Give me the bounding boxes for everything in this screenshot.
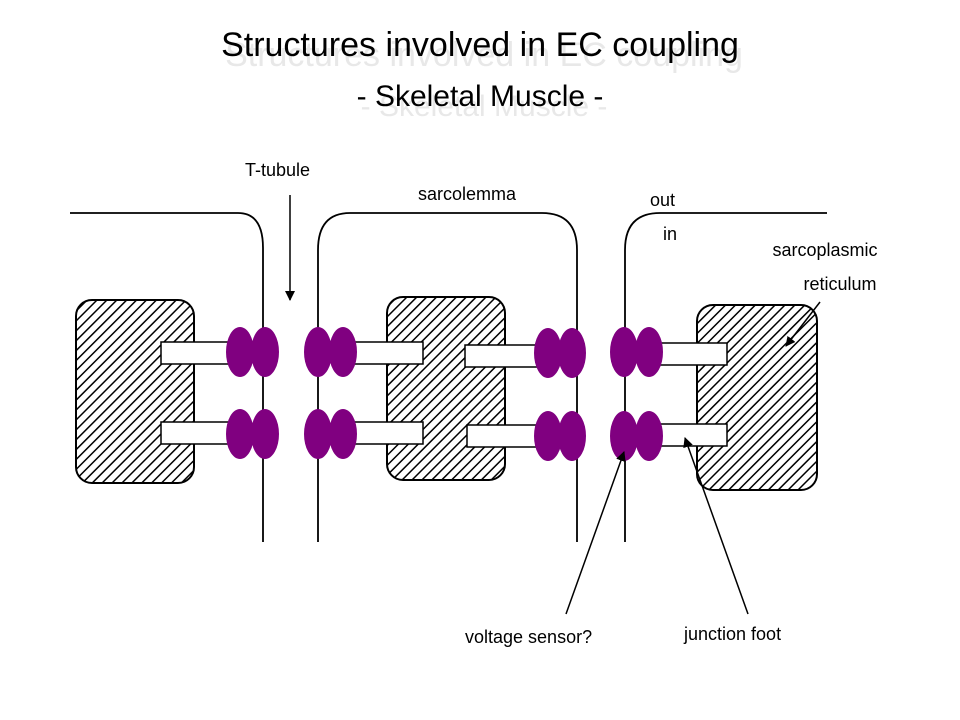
- voltage-sensors: [226, 327, 663, 461]
- junction-foot-6: [466, 424, 541, 448]
- sr-block-3: [696, 304, 818, 491]
- junction-foot-5: [464, 344, 539, 368]
- sensor-oval: [534, 328, 562, 378]
- label-t-tubule: T-tubule: [245, 160, 311, 180]
- label-in: in: [663, 224, 678, 244]
- title-line2-shadow: - Skeletal Muscle -: [360, 90, 608, 123]
- title-line1: Structures involved in EC coupling: [221, 26, 739, 64]
- label-voltage-sensor: voltage sensor?: [465, 627, 593, 647]
- sensor-oval: [558, 328, 586, 378]
- junction-foot-4: [349, 421, 424, 445]
- sensor-oval: [226, 327, 254, 377]
- sensor-oval: [610, 411, 638, 461]
- label-sr-line1: sarcoplasmic: [772, 240, 878, 260]
- title-line2: - Skeletal Muscle -: [356, 80, 604, 113]
- sr-arrow: [785, 301, 821, 347]
- sarcolemma-left: [70, 212, 264, 542]
- sensor-oval: [304, 327, 332, 377]
- label-sr-line2: reticulum: [803, 274, 877, 294]
- sensor-oval: [534, 411, 562, 461]
- sensor-oval: [610, 327, 638, 377]
- sensor-oval: [251, 327, 279, 377]
- sensor-oval: [635, 411, 663, 461]
- junction-foot-3: [349, 341, 424, 365]
- sensor-oval: [304, 409, 332, 459]
- sr-block-1: [75, 299, 195, 484]
- sensor-oval: [558, 411, 586, 461]
- label-junction-foot: junction foot: [684, 624, 782, 644]
- sensor-oval: [329, 327, 357, 377]
- sensor-oval: [251, 409, 279, 459]
- sarcolemma-middle: [317, 212, 578, 542]
- sensor-oval: [329, 409, 357, 459]
- label-sarcolemma: sarcolemma: [418, 184, 517, 204]
- junction-foot-8: [655, 423, 728, 447]
- junction-foot-1: [160, 341, 232, 365]
- title-line1-shadow: Structures involved in EC coupling: [225, 36, 743, 74]
- label-out: out: [650, 190, 676, 210]
- junction-foot-arrow: [683, 437, 749, 615]
- voltage-sensor-arrow: [565, 451, 626, 615]
- sr-block-2: [386, 296, 506, 481]
- sensor-oval: [635, 327, 663, 377]
- junction-foot-2: [160, 421, 232, 445]
- sensor-oval: [226, 409, 254, 459]
- sarcolemma-right: [624, 212, 827, 542]
- junction-foot-7: [655, 342, 728, 366]
